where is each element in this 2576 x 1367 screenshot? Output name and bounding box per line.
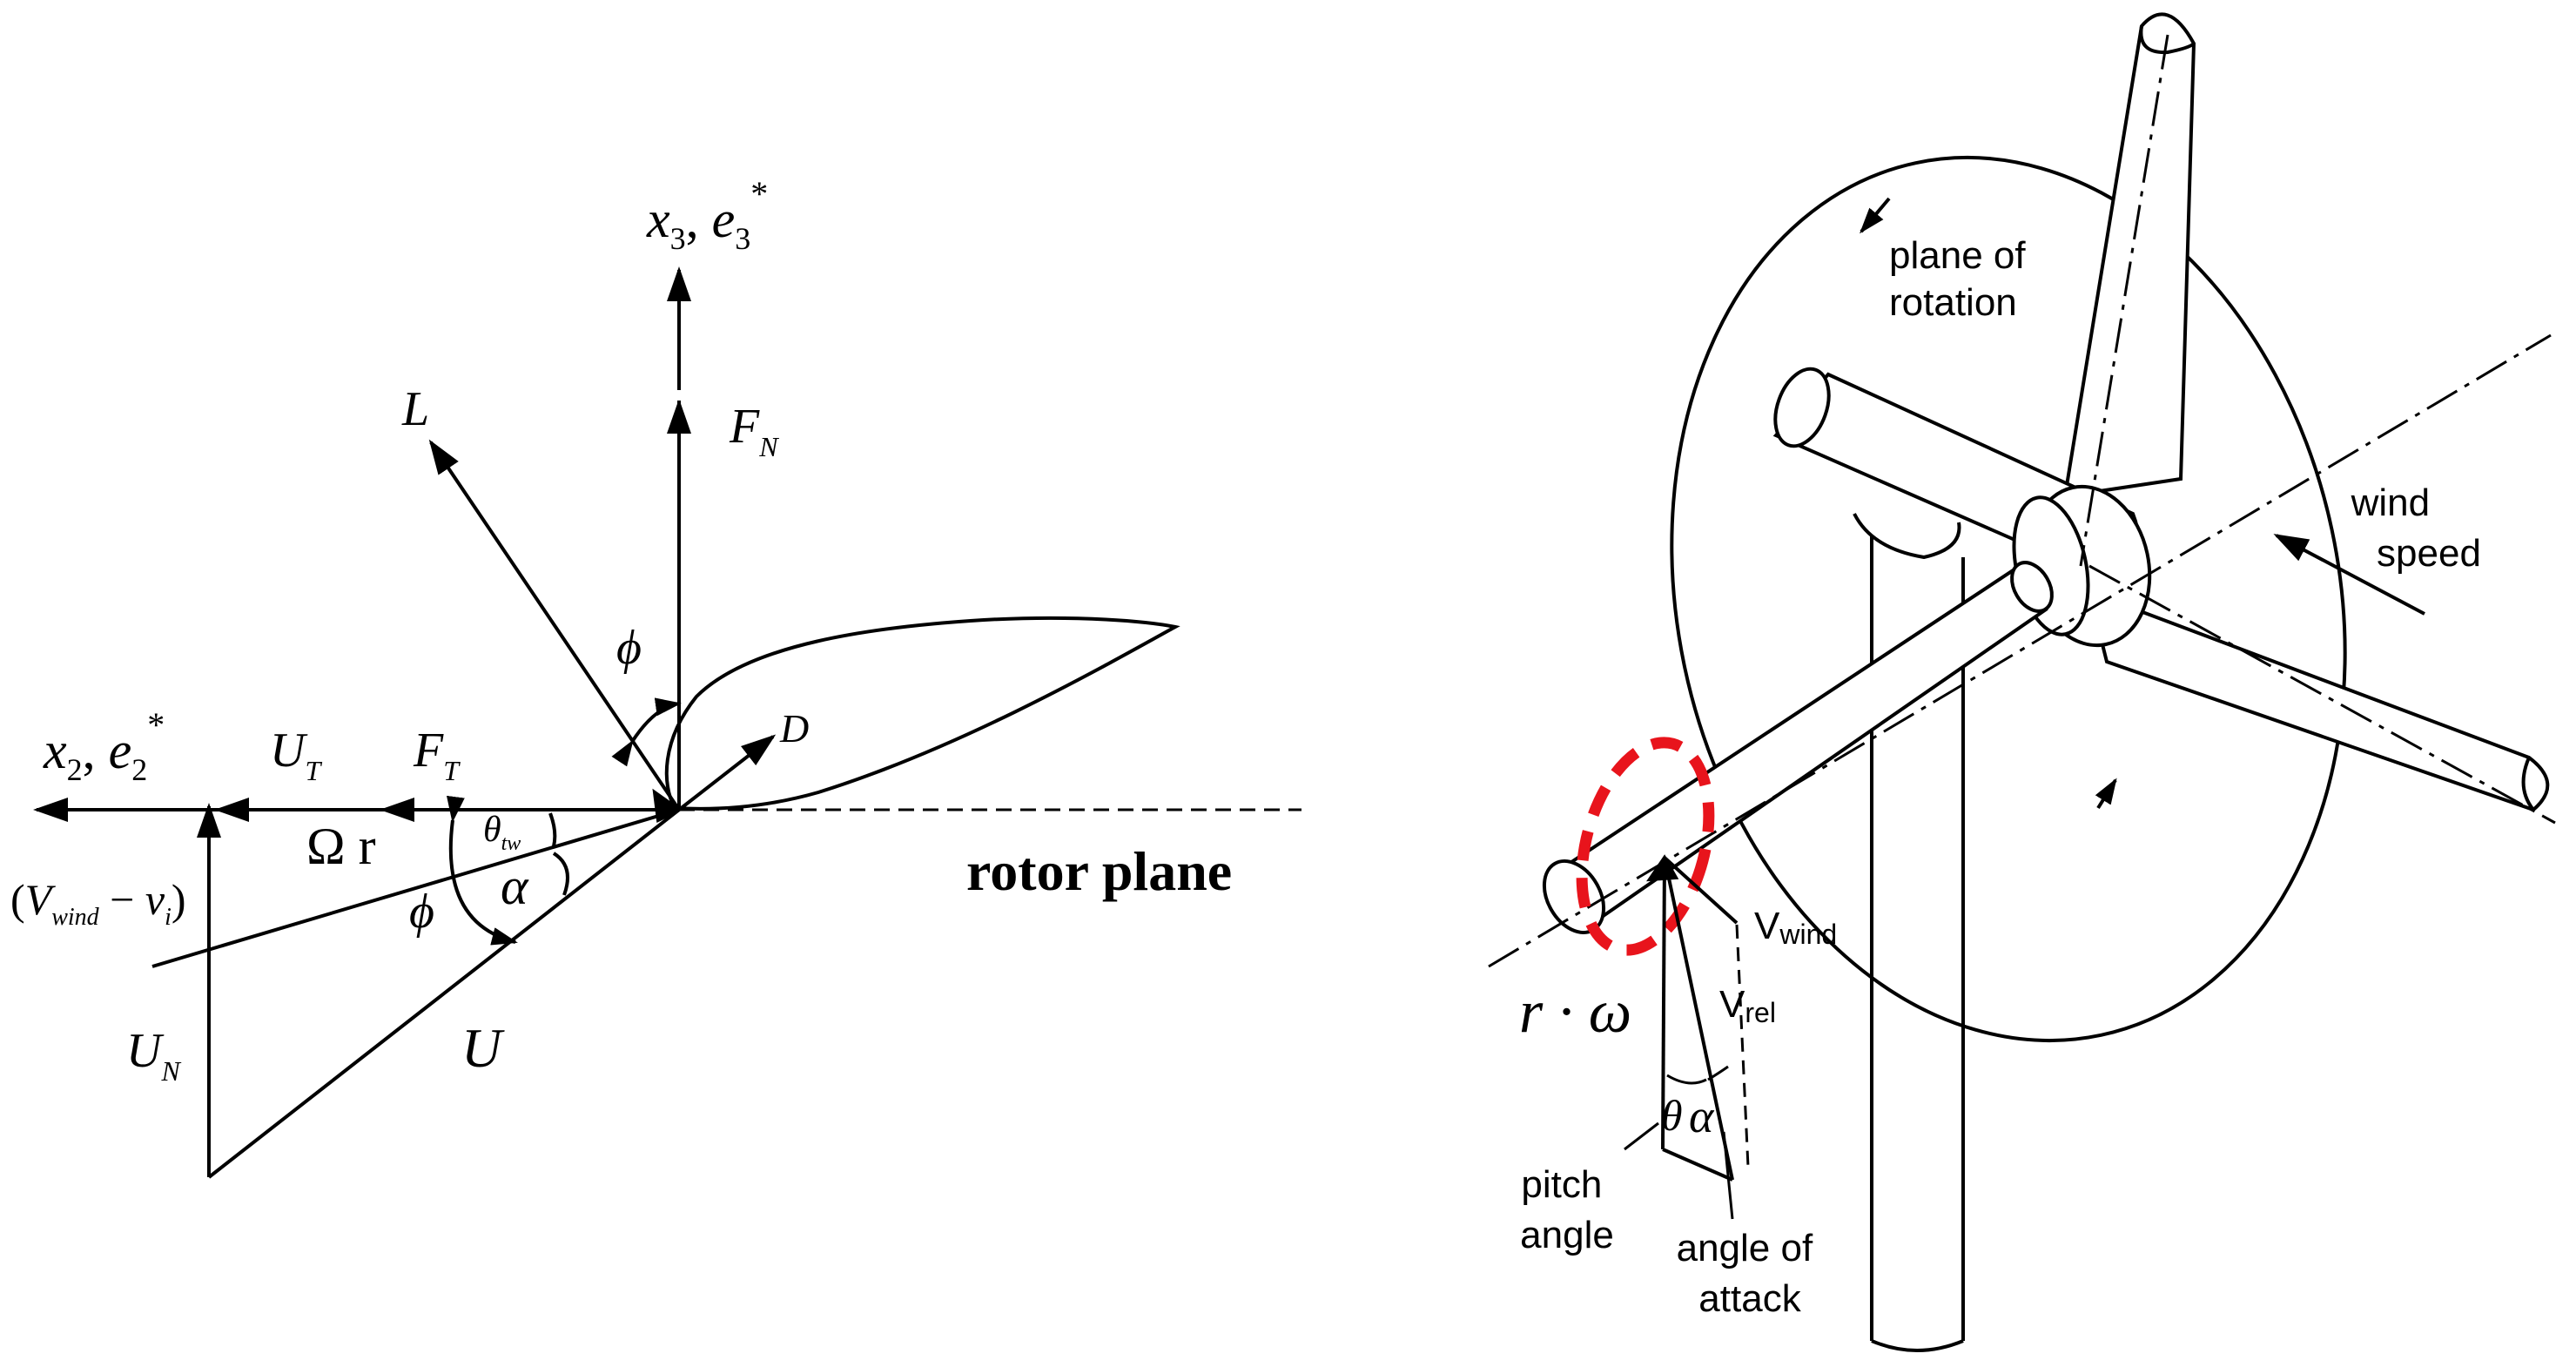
tower (1870, 522, 1965, 1341)
fn-label: FN (729, 400, 779, 462)
theta-tw-label: θtw (483, 810, 521, 855)
plane-of-rotation-label: plane of rotation (1889, 234, 2036, 324)
origin-marker (652, 788, 683, 824)
r-omega-label: r · ω (1519, 979, 1631, 1046)
v-wind-line (1663, 856, 1739, 925)
phi-lower-arc (446, 795, 518, 946)
rotation-arrow-top (1860, 197, 1891, 234)
blade-right (2087, 589, 2550, 812)
v-rel-label: Vrel (1719, 983, 1776, 1028)
lift-arrow (428, 439, 681, 811)
theta-label-right: θ (1661, 1091, 1683, 1140)
velocity-triangle-diagram (33, 266, 1301, 1179)
pitch-pointer (1624, 1121, 1659, 1151)
pitch-line (1661, 857, 1666, 1150)
pitch-angle-label: pitch angle (1520, 1163, 1614, 1256)
phi-lower-label: ϕ (409, 885, 434, 939)
v-wind-label: Vwind (1754, 905, 1837, 950)
u-resultant-label: U (461, 1017, 505, 1079)
omega-r-label: Ω r (306, 818, 376, 875)
un-label: UN (126, 1024, 181, 1087)
blade-left (1556, 563, 2048, 926)
inflow-label: (Vwind − vi) (10, 875, 186, 931)
airfoil-shape (664, 616, 1180, 811)
rotor-plane-label: rotor plane (966, 840, 1232, 902)
alpha-label: α (501, 858, 529, 915)
alpha-label-right: α (1689, 1090, 1715, 1142)
alpha-arc (552, 852, 569, 896)
rotation-arrow-bottom (2095, 778, 2117, 810)
phi-upper-arc (611, 697, 682, 767)
wind-speed-label: wind speed (2351, 481, 2481, 575)
theta-arc-right (1666, 1074, 1707, 1085)
v-wind-dashed (1735, 924, 1750, 1168)
drag-label: D (779, 706, 809, 751)
x3-axis-label: x3, e3* (646, 174, 768, 256)
lift-label: L (401, 382, 429, 436)
u-resultant-line (207, 808, 681, 1179)
section-arrow (1646, 854, 1679, 882)
x2-axis-label: x2, e2* (43, 705, 165, 787)
wind-turbine-diagram (1488, 12, 2556, 1352)
wind-speed-arrow (2273, 534, 2425, 616)
plane-of-rotation-ellipse (1670, 155, 2347, 1043)
drag-arrow (677, 734, 777, 811)
rotor-axis (1488, 333, 2552, 968)
ut-label: UT (270, 724, 322, 786)
section-highlight (1576, 737, 1715, 956)
chord-section-line (1663, 857, 1734, 1181)
ft-label: FT (413, 724, 461, 786)
angle-of-attack-label: angle of attack (1677, 1227, 1824, 1320)
aoa-pointer (1722, 1131, 1734, 1220)
chord-line (151, 808, 680, 968)
theta-tw-arc (548, 812, 557, 847)
blade-right-axis (2088, 564, 2556, 825)
blade-top-axis (2079, 34, 2169, 567)
phi-upper-label: ϕ (616, 621, 642, 675)
blade-top (2062, 12, 2196, 499)
alpha-arc-right (1707, 1065, 1729, 1081)
